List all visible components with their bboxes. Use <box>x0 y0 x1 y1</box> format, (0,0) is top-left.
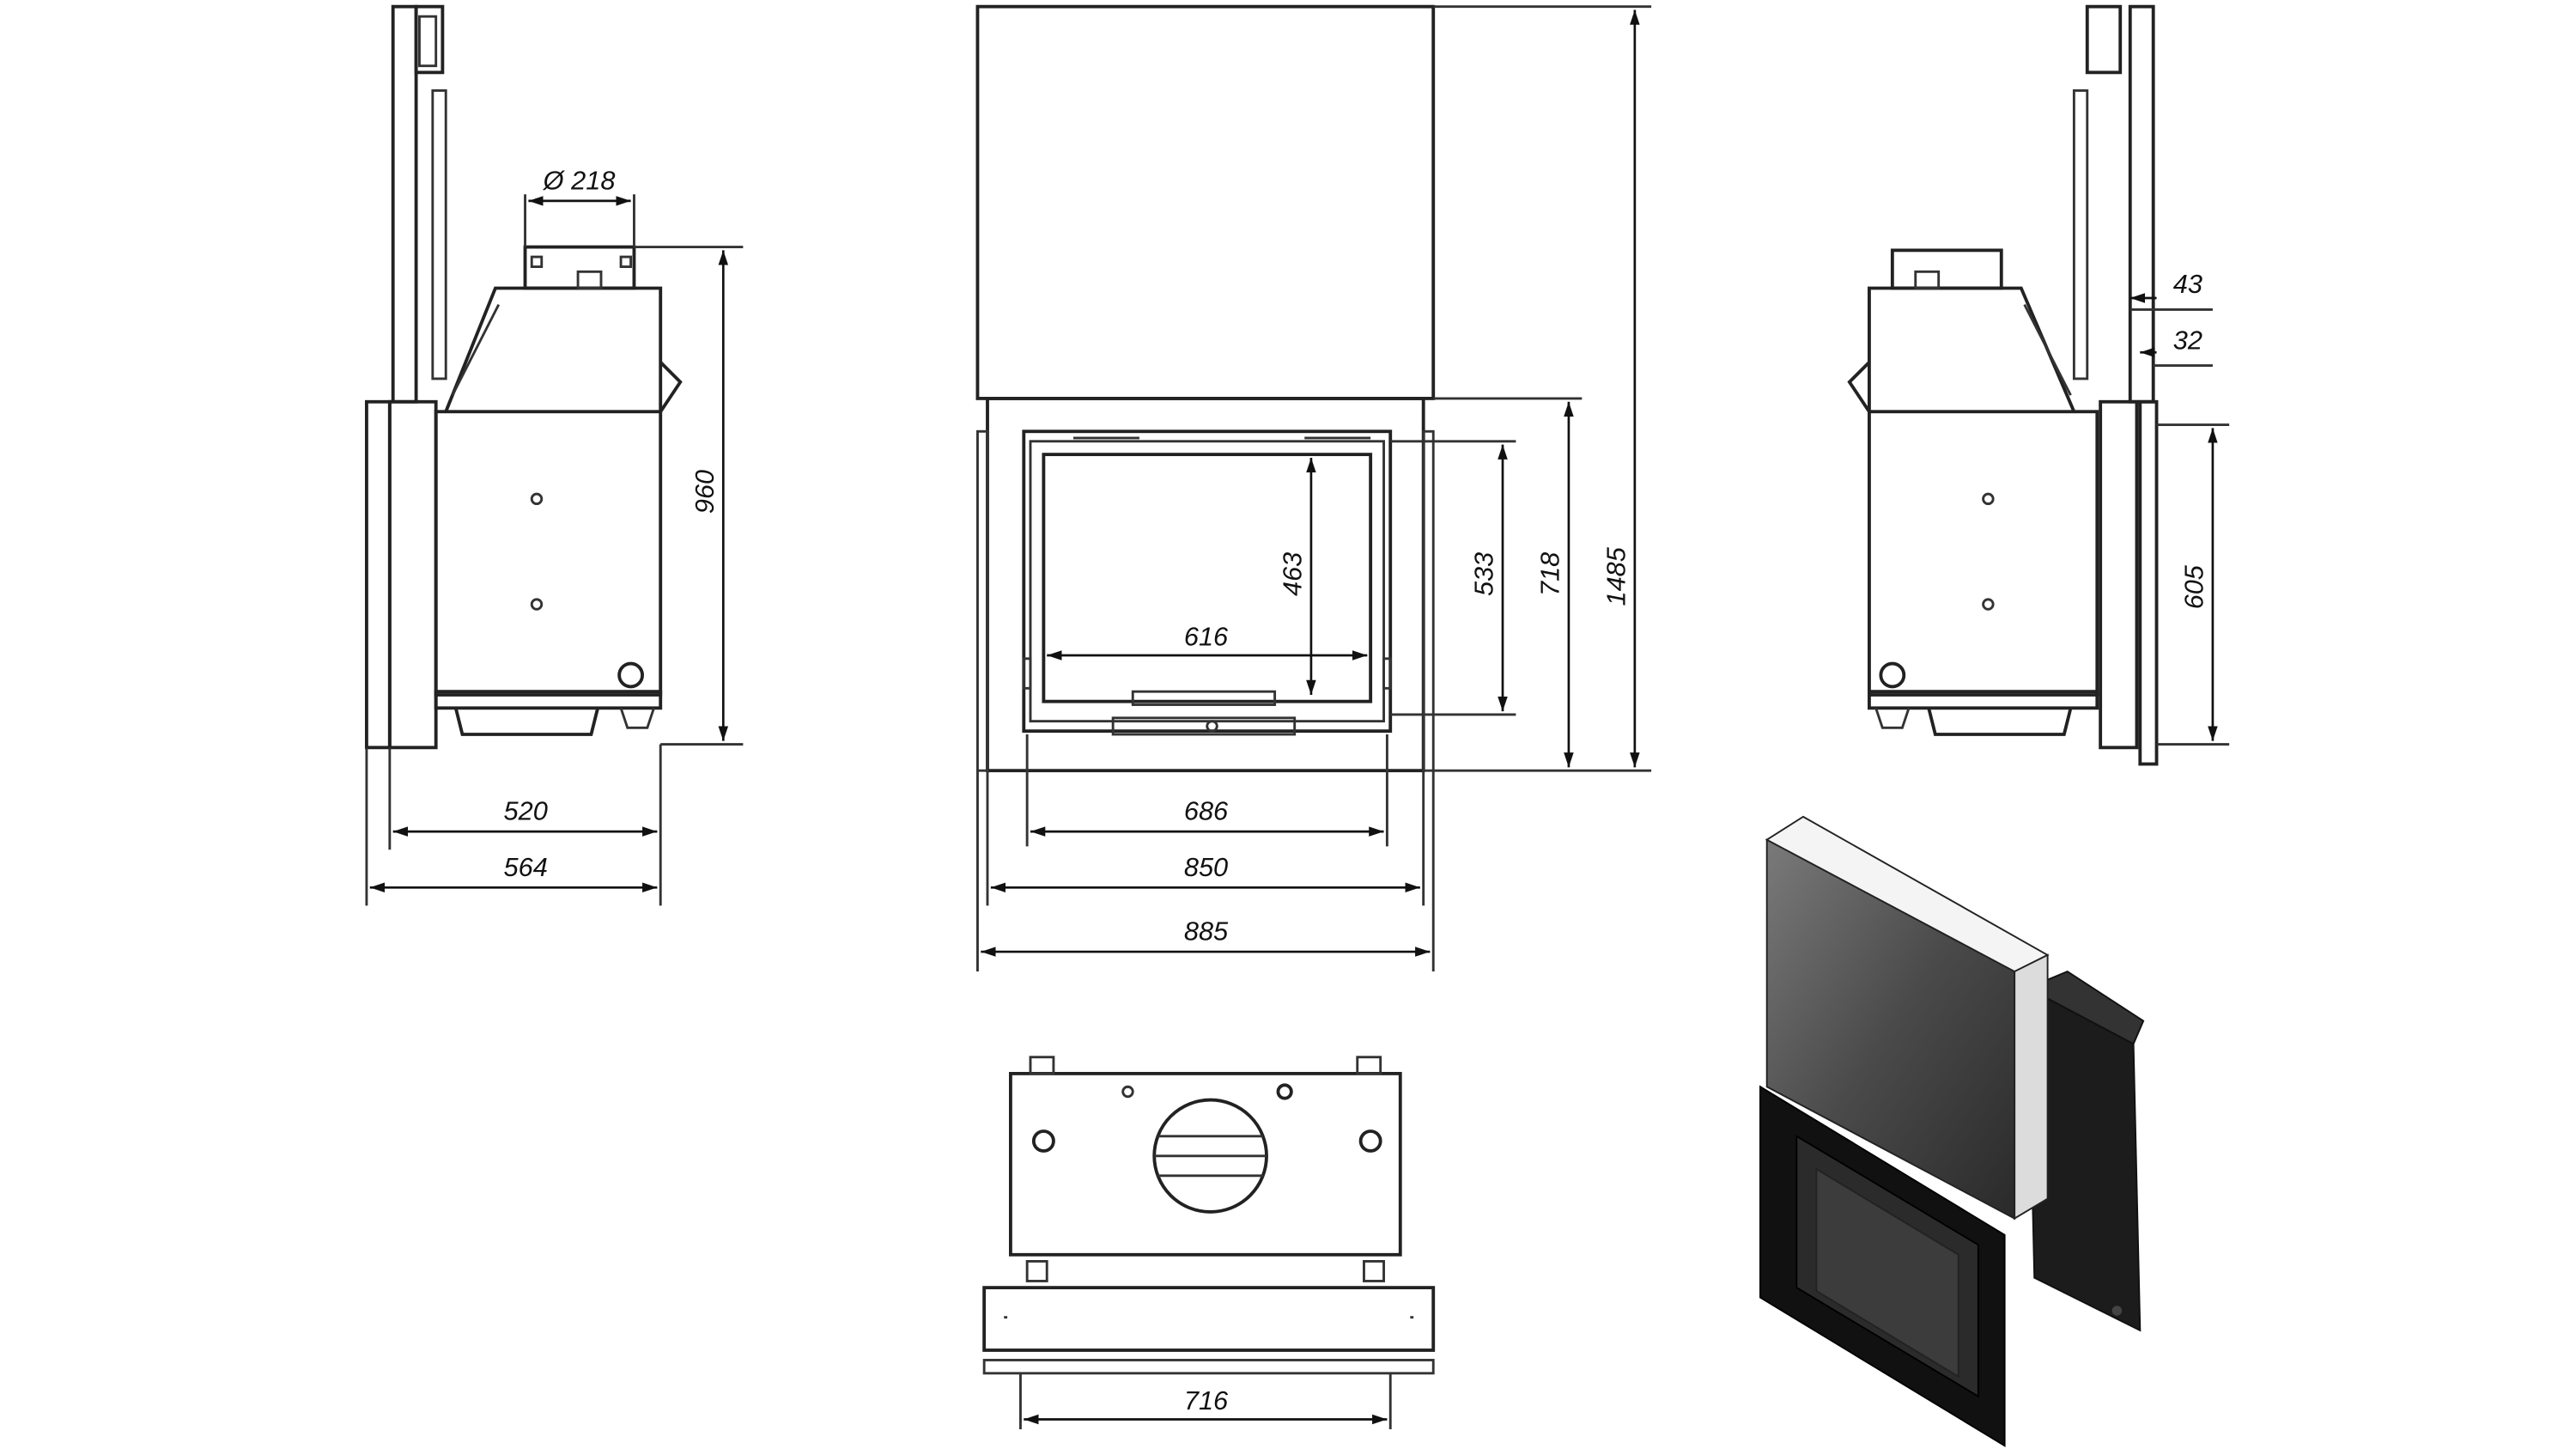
dim-right-frame-height: 605 <box>2178 564 2208 609</box>
dim-left-width-inner: 520 <box>504 796 548 826</box>
front-view <box>975 4 1652 972</box>
dim-door-height: 533 <box>1468 552 1498 596</box>
dim-left-height: 960 <box>690 470 720 514</box>
dim-right-offset-top: 43 <box>2173 269 2202 299</box>
dim-right-offset-bottom: 32 <box>2173 325 2202 355</box>
right-side-view <box>1847 4 2230 766</box>
dim-glass-height: 463 <box>1277 552 1307 596</box>
top-view <box>982 1056 1436 1429</box>
left-side-view <box>365 4 744 906</box>
dim-top-width: 716 <box>1184 1385 1229 1416</box>
dim-total-width: 885 <box>1184 916 1229 947</box>
dim-door-width: 686 <box>1184 796 1229 826</box>
dim-total-height: 1485 <box>1601 546 1631 606</box>
dim-frame-width: 850 <box>1184 852 1228 882</box>
dim-frame-height: 718 <box>1534 552 1564 596</box>
dim-glass-width: 616 <box>1184 622 1229 652</box>
fireplace-3d-render <box>1759 815 2145 1447</box>
dim-left-width-outer: 564 <box>504 852 548 882</box>
dim-flue-diameter: Ø 218 <box>543 166 616 196</box>
